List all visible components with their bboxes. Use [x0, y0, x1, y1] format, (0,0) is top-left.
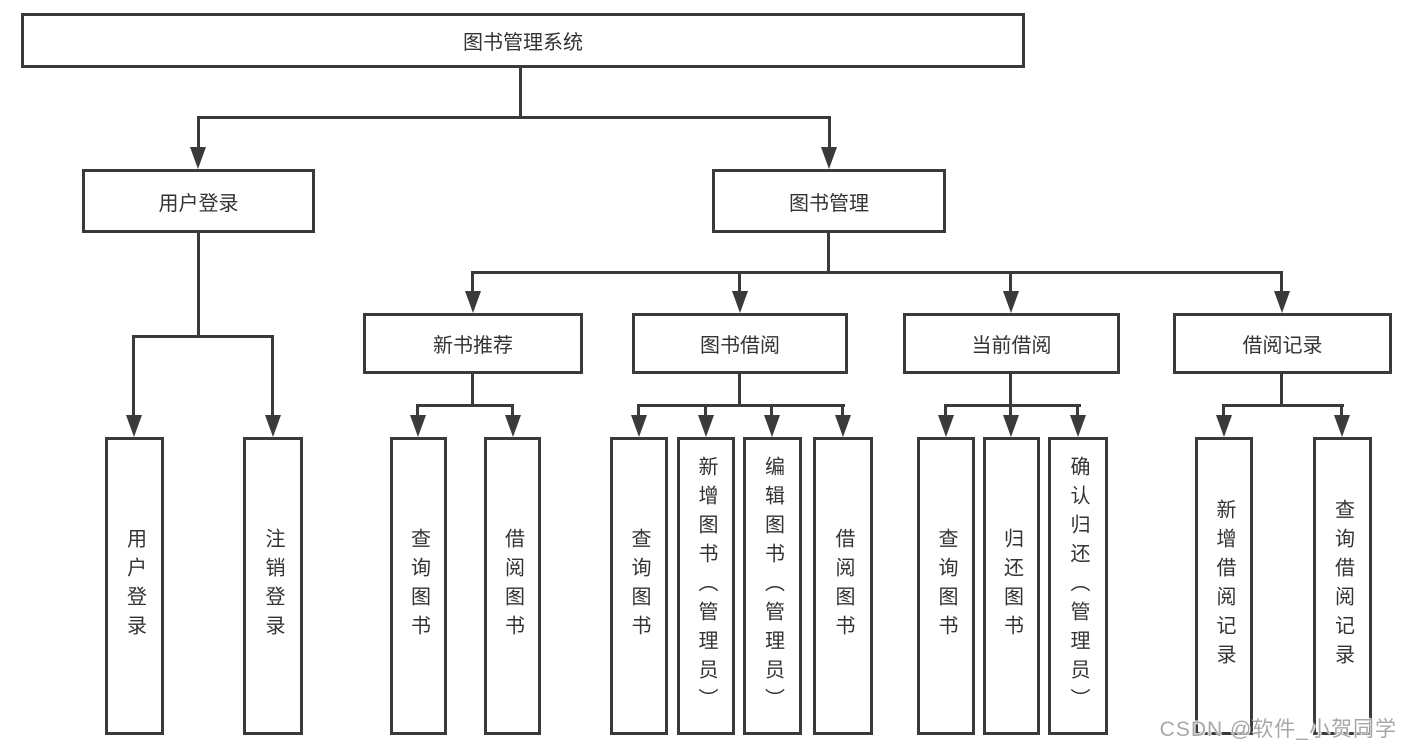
connector-line — [197, 233, 200, 337]
connector-line — [132, 335, 135, 421]
leaf-current-query-book: 查询图书 — [917, 437, 975, 735]
arrow-down-icon — [835, 415, 851, 437]
leaf-label: 查询借阅记录 — [1331, 499, 1354, 673]
connector-line — [271, 335, 274, 421]
connector-line — [519, 68, 522, 118]
node-label: 图书管理系统 — [463, 32, 583, 54]
connector-line — [841, 404, 844, 419]
arrow-down-icon — [631, 415, 647, 437]
connector-line — [511, 404, 514, 419]
connector-line — [944, 404, 947, 419]
connector-line — [738, 271, 741, 297]
connector-line — [1009, 404, 1012, 419]
connector-line — [770, 404, 773, 419]
connector-line — [197, 116, 200, 148]
csdn-watermark: CSDN @软件_小贺同学 — [1159, 718, 1397, 741]
arrow-down-icon — [732, 291, 748, 313]
node-new-book-recommend: 新书推荐 — [363, 313, 583, 374]
arrow-down-icon — [1216, 415, 1232, 437]
connector-line — [1222, 404, 1225, 419]
leaf-label: 新增借阅记录 — [1213, 499, 1235, 673]
arrow-down-icon — [1003, 415, 1019, 437]
arrow-down-icon — [190, 147, 206, 169]
node-book-borrow: 图书借阅 — [632, 313, 848, 374]
connector-line — [471, 271, 1283, 274]
node-user-login: 用户登录 — [82, 169, 315, 233]
leaf-label: 归还图书 — [1000, 528, 1023, 644]
node-borrow-records: 借阅记录 — [1173, 313, 1392, 374]
node-label: 用户登录 — [158, 192, 239, 215]
connector-line — [1280, 271, 1283, 297]
node-label: 新书推荐 — [433, 335, 513, 357]
connector-line — [471, 374, 474, 407]
connector-line — [738, 374, 741, 407]
connector-line — [1280, 374, 1283, 407]
node-label: 当前借阅 — [971, 335, 1052, 357]
node-label: 借阅记录 — [1242, 335, 1323, 357]
node-library-management-system: 图书管理系统 — [21, 13, 1025, 68]
connector-line — [637, 404, 845, 407]
arrow-down-icon — [1003, 291, 1019, 313]
arrow-down-icon — [265, 415, 281, 437]
leaf-borrow-edit-book-admin: 编辑图书（管理员） — [743, 437, 802, 735]
connector-line — [416, 404, 419, 419]
arrow-down-icon — [1274, 291, 1290, 313]
arrow-down-icon — [698, 415, 714, 437]
connector-line — [1340, 404, 1343, 419]
node-label: 图书借阅 — [700, 335, 780, 357]
connector-line — [416, 404, 514, 407]
leaf-label: 查询图书 — [628, 528, 650, 644]
connector-line — [471, 271, 474, 297]
connector-line — [1222, 404, 1344, 407]
leaf-user-login: 用户登录 — [105, 437, 164, 735]
leaf-borrow-borrow-book: 借阅图书 — [813, 437, 873, 735]
leaf-records-add-record: 新增借阅记录 — [1195, 437, 1253, 735]
leaf-label: 确认归还（管理员） — [1067, 455, 1089, 717]
connector-line — [197, 116, 831, 119]
connector-line — [637, 404, 640, 419]
node-label: 图书管理 — [789, 192, 869, 215]
leaf-logout: 注销登录 — [243, 437, 303, 735]
arrow-down-icon — [938, 415, 954, 437]
leaf-label: 新增图书（管理员） — [695, 455, 717, 717]
leaf-newbook-query-book: 查询图书 — [390, 437, 447, 735]
arrow-down-icon — [1334, 415, 1350, 437]
arrow-down-icon — [1070, 415, 1086, 437]
connector-line — [1076, 404, 1079, 419]
leaf-borrow-add-book-admin: 新增图书（管理员） — [677, 437, 735, 735]
arrow-down-icon — [764, 415, 780, 437]
arrow-down-icon — [410, 415, 426, 437]
leaf-label: 查询图书 — [407, 528, 430, 644]
connector-line — [1009, 374, 1012, 407]
node-book-management: 图书管理 — [712, 169, 946, 233]
leaf-label: 用户登录 — [123, 528, 146, 644]
arrow-down-icon — [505, 415, 521, 437]
connector-line — [944, 404, 1081, 407]
leaf-label: 编辑图书（管理员） — [761, 455, 784, 717]
leaf-label: 查询图书 — [935, 528, 957, 644]
leaf-label: 注销登录 — [262, 528, 284, 644]
arrow-down-icon — [126, 415, 142, 437]
leaf-label: 借阅图书 — [501, 528, 524, 644]
arrow-down-icon — [821, 147, 837, 169]
leaf-records-query-record: 查询借阅记录 — [1313, 437, 1372, 735]
leaf-current-confirm-return-admin: 确认归还（管理员） — [1048, 437, 1108, 735]
connector-line — [1009, 271, 1012, 297]
connector-line — [827, 233, 830, 273]
connector-line — [704, 404, 707, 419]
node-current-borrow: 当前借阅 — [903, 313, 1120, 374]
connector-line — [828, 116, 831, 148]
connector-line — [132, 335, 274, 338]
leaf-borrow-query-book: 查询图书 — [610, 437, 668, 735]
leaf-newbook-borrow-book: 借阅图书 — [484, 437, 541, 735]
leaf-label: 借阅图书 — [832, 528, 854, 644]
arrow-down-icon — [465, 291, 481, 313]
leaf-current-return-book: 归还图书 — [983, 437, 1040, 735]
